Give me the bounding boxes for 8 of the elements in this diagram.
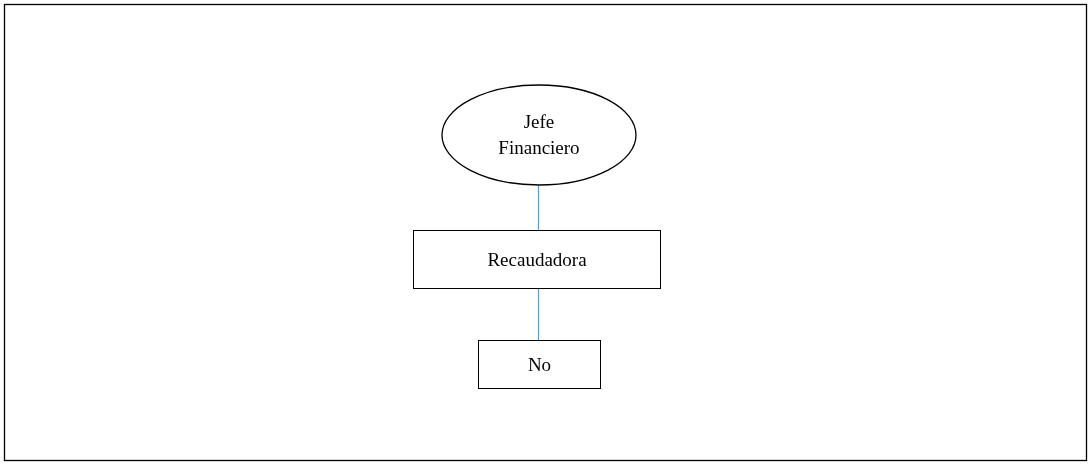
- connector-line: [537, 185, 540, 231]
- node-label: Recaudadora: [487, 247, 587, 272]
- connector-line: [537, 288, 540, 341]
- ellipse-node: [441, 84, 637, 186]
- process-box: [413, 230, 661, 289]
- node-label: Jefe Financiero: [497, 110, 581, 160]
- node-label: No: [527, 352, 552, 377]
- process-box: [478, 340, 601, 389]
